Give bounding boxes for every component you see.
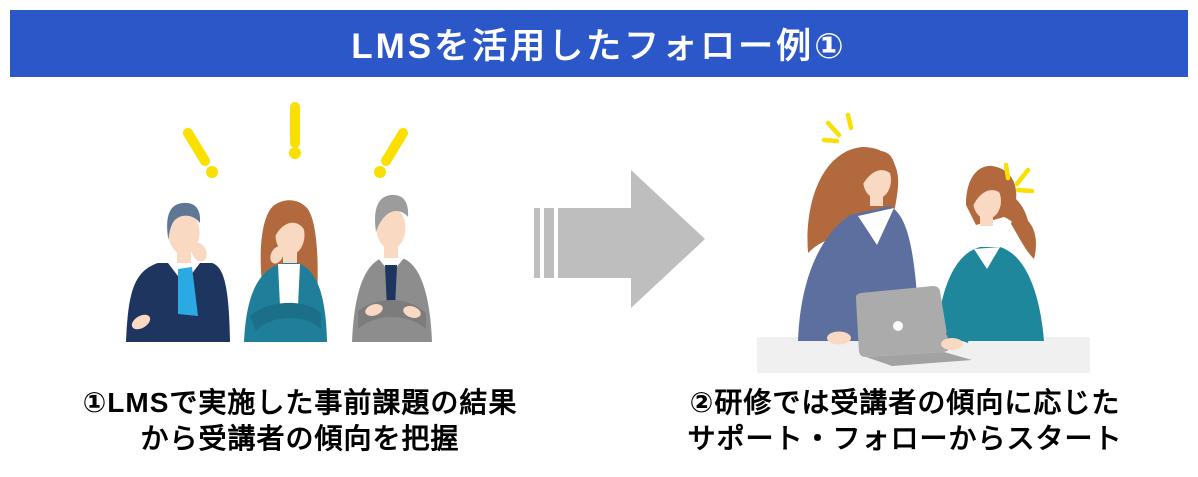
title-banner: LMSを活用したフォロー例①: [10, 10, 1188, 77]
laptop-icon: [855, 286, 972, 366]
businessman-gray-arms-crossed: [352, 194, 432, 342]
caption-step-2: ②研修では受講者の傾向に応じた サポート・フォローからスタート: [630, 385, 1180, 457]
thinking-businessman-navy: [126, 202, 230, 342]
before-scene-illustration: [126, 102, 432, 342]
caption-step-2-line-2: サポート・フォローからスタート: [687, 423, 1123, 454]
exclamation-marks-icon: [183, 102, 408, 178]
thinking-businesswoman-teal: [244, 200, 327, 342]
flow-arrow-icon: [534, 170, 705, 308]
caption-step-2-line-1: ②研修では受講者の傾向に応じた: [689, 387, 1121, 418]
after-scene-illustration: [757, 112, 1090, 373]
caption-step-1: ①LMSで実施した事前課題の結果 から受講者の傾向を把握: [30, 385, 570, 457]
seated-woman-arm: [941, 259, 992, 350]
caption-step-1-line-1: ①LMSで実施した事前課題の結果: [82, 387, 518, 418]
page-title: LMSを活用したフォロー例①: [351, 27, 847, 66]
caption-step-1-line-2: から受講者の傾向を把握: [140, 423, 460, 454]
sparkle-rays-icon: [821, 112, 1035, 194]
